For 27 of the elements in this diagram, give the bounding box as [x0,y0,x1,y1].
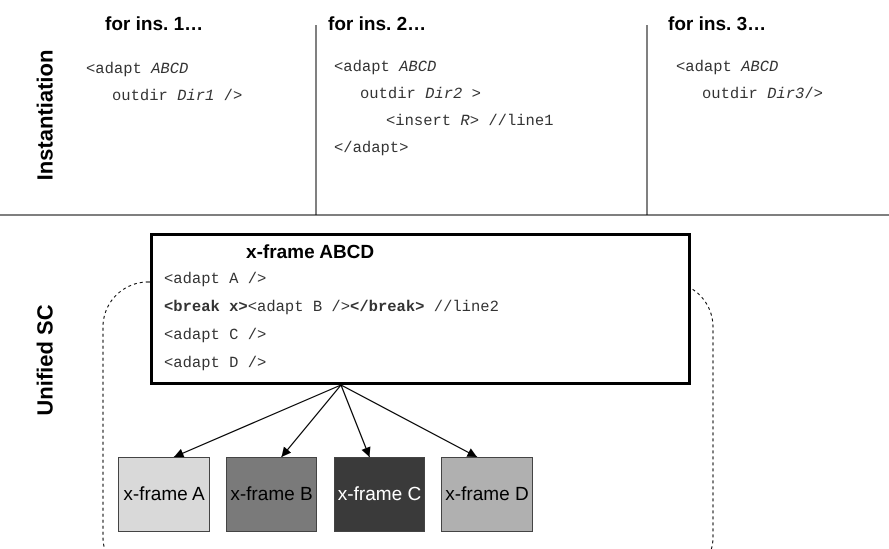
arrow [340,384,370,458]
code-line: <insert R> //line1 [386,114,554,130]
column-heading: for ins. 1… [105,15,204,34]
column-heading: for ins. 2… [328,15,426,34]
code-line: <adapt A /> [164,269,266,290]
frame-box: x-frame B [226,457,317,532]
frame-box: x-frame C [334,457,425,532]
frame-box: x-frame A [118,457,210,532]
frame-box: x-frame D [441,457,533,532]
code-line: <adapt ABCD [86,62,188,78]
arrow [281,384,342,458]
code-line: <adapt ABCD [676,60,778,76]
code-line: </adapt> [334,141,408,156]
arrow [174,384,342,458]
code-line: outdir Dir3/> [702,87,823,102]
section-label: Instantiation [32,50,58,180]
column-heading: for ins. 3… [668,15,766,34]
frame-title: x-frame ABCD [246,241,374,265]
code-line: <adapt D /> [164,353,266,374]
arrow [340,384,478,458]
frame-box [150,233,691,385]
code-line: outdir Dir2 > [360,87,481,102]
code-line: <adapt ABCD [334,60,436,76]
code-line: <adapt C /> [164,325,266,346]
code-line: outdir Dir1 /> [112,89,242,104]
section-label: Unified SC [32,304,58,416]
code-line: <break x><adapt B /></break> //line2 [164,297,499,318]
